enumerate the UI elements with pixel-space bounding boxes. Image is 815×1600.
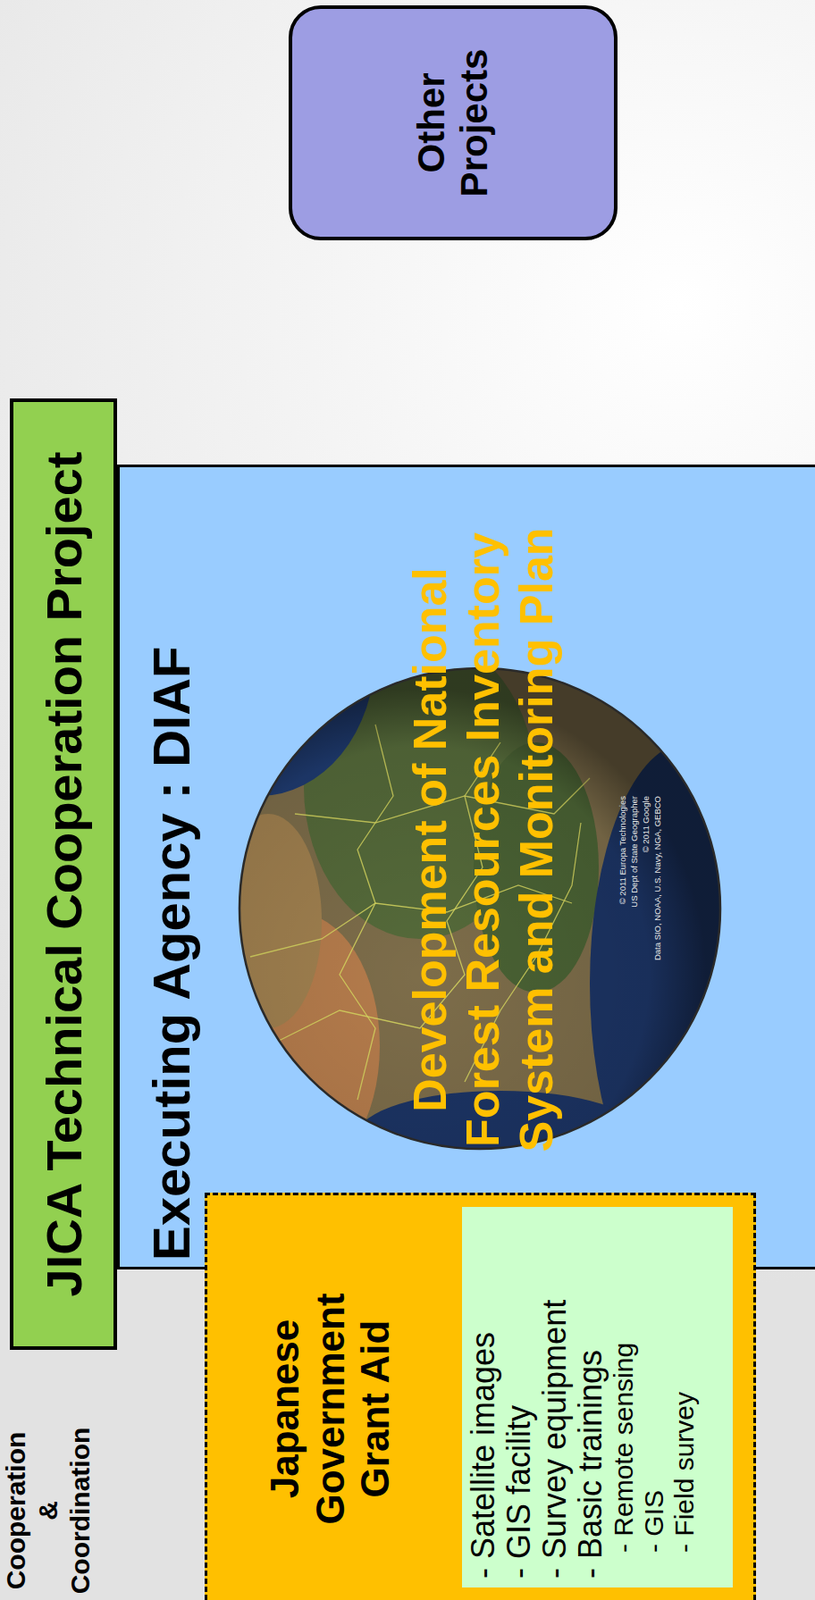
grant-aid-box: Japanese Government Grant Aid - Satellite… [204,1193,757,1600]
list-item: - GIS facility [501,1216,538,1580]
project-name: Development of National Forest Resources… [403,513,564,1167]
list-item: - Satellite images [465,1216,502,1580]
map-credits: © 2011 Europa TechnologiesUS Dept of Sta… [616,796,664,984]
edge-label: Cooperation & Coordination [0,1421,97,1600]
box-label: Other Projects [410,8,497,237]
credit-text: Data SIO, NOAA, U.S. Navy, NGA, GEBCO [651,796,664,984]
sub-item: - Field survey [669,1216,700,1554]
title-text: JICA Technical Cooperation Project [34,452,93,1298]
credit-text: US Dept of State Geographer [628,796,640,984]
box-heading: Japanese Government Grant Aid [207,1284,399,1535]
list-item: - Basic trainings [572,1216,609,1580]
sub-item: - GIS [638,1216,670,1554]
credit-text: © 2011 Google [639,796,652,984]
title-box: JICA Technical Cooperation Project [9,398,118,1351]
other-projects-box: Other Projects [288,5,618,241]
credit-text: © 2011 Europa Technologies [616,796,629,984]
list-item: - Survey equipment [537,1216,573,1580]
sub-item: - Remote sensing [608,1216,639,1554]
item-list-box: - Satellite images- GIS facility- Survey… [462,1207,733,1588]
agency-text: Executing Agency : DIAF [142,467,202,1261]
